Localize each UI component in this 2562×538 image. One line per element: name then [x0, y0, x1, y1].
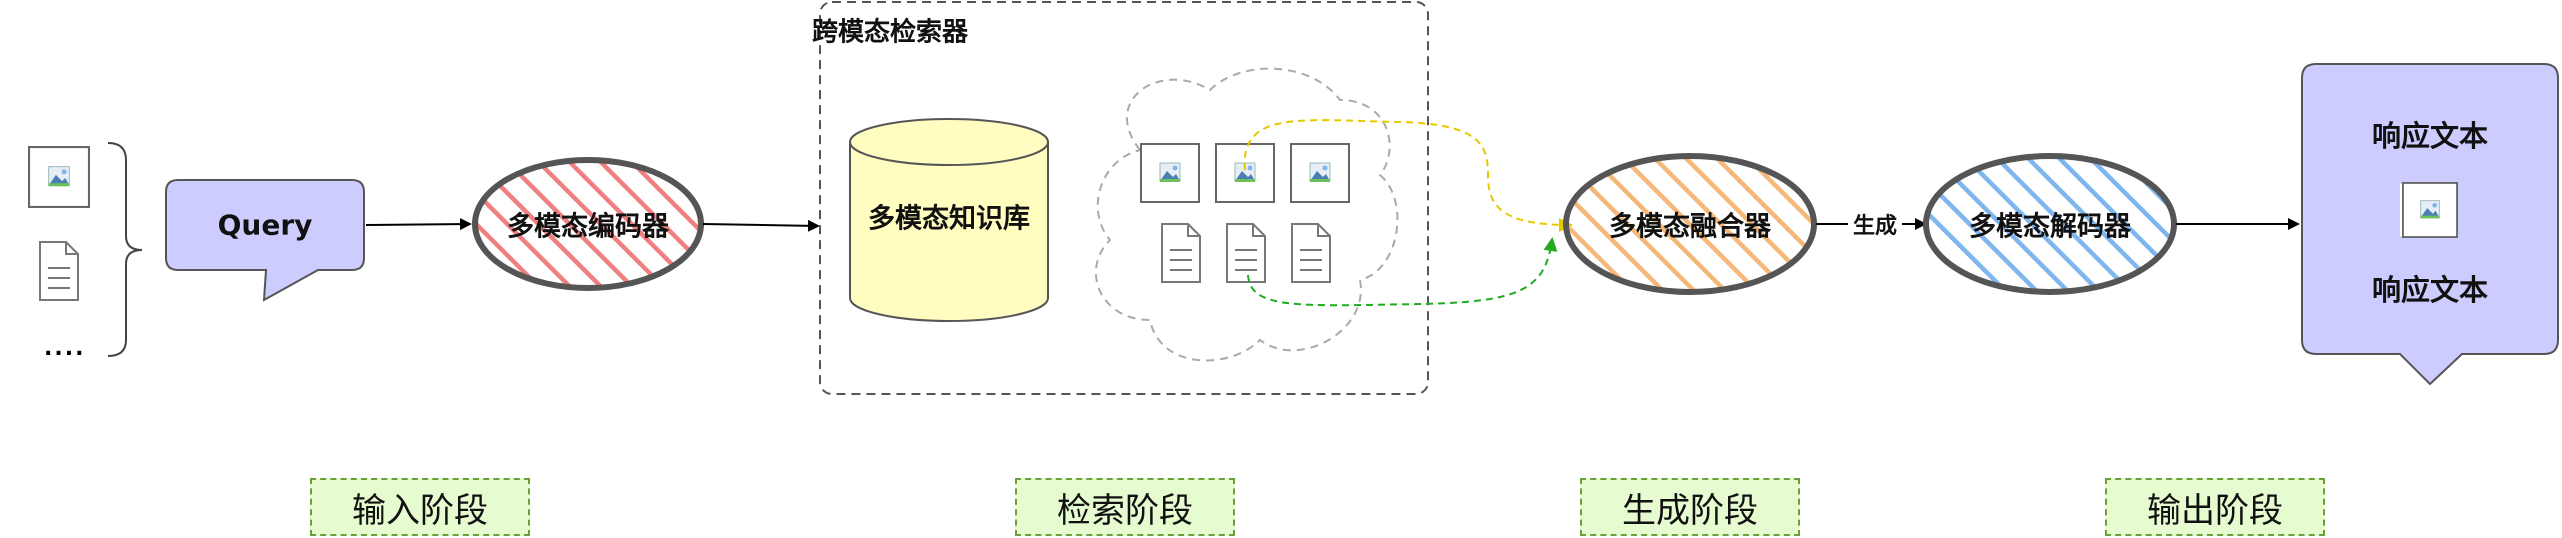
generate-edge-label: 生成 [1852, 214, 1898, 239]
knowledge-base-label: 多模态知识库 [868, 203, 1030, 235]
edge-query-to-encoder [365, 218, 472, 231]
retrieved-doc-icon-3 [1291, 223, 1331, 283]
retrieval-cloud [1094, 67, 1399, 362]
query-bubble [165, 179, 365, 302]
retriever-container [819, 1, 1429, 395]
output-text-bottom: 响应文本 [2371, 273, 2489, 307]
fuser-hatch [1566, 156, 1814, 292]
retrieved-image-icon-3 [1290, 143, 1350, 203]
fuser-label: 多模态融合器 [1609, 211, 1771, 243]
stage-output: 输出阶段 [2105, 478, 2325, 536]
edge-encoder-to-retriever [702, 219, 820, 232]
knowledge-base-cylinder [849, 142, 1049, 322]
retrieved-doc-icon-2 [1226, 223, 1266, 283]
retriever-title: 跨模态检索器 [811, 17, 969, 48]
generate-label-bg [1848, 210, 1902, 238]
decoder-hatch [1926, 156, 2174, 292]
edge-docs-to-fuser [1247, 237, 1558, 307]
input-document-icon [39, 241, 79, 301]
input-image-icon [28, 146, 90, 208]
query-label: Query [217, 208, 313, 242]
edge-images-to-fuser [1243, 119, 1573, 232]
fuser-ellipse [1563, 153, 1817, 295]
stage-retrieval: 检索阶段 [1015, 478, 1235, 536]
encoder-ellipse [472, 157, 704, 291]
stage-generation: 生成阶段 [1580, 478, 1800, 536]
input-brace [107, 142, 143, 357]
retrieved-image-icon-1 [1140, 143, 1200, 203]
decoder-label: 多模态解码器 [1969, 211, 2131, 243]
output-text-top: 响应文本 [2371, 119, 2489, 153]
decoder-ellipse [1923, 153, 2177, 295]
encoder-hatch [475, 160, 701, 288]
output-image-icon [2402, 182, 2458, 238]
stage-input: 输入阶段 [310, 478, 530, 536]
retrieved-doc-icon-1 [1161, 223, 1201, 283]
input-ellipsis: .... [44, 336, 86, 361]
knowledge-base-top [849, 118, 1049, 166]
encoder-label: 多模态编码器 [507, 211, 669, 243]
